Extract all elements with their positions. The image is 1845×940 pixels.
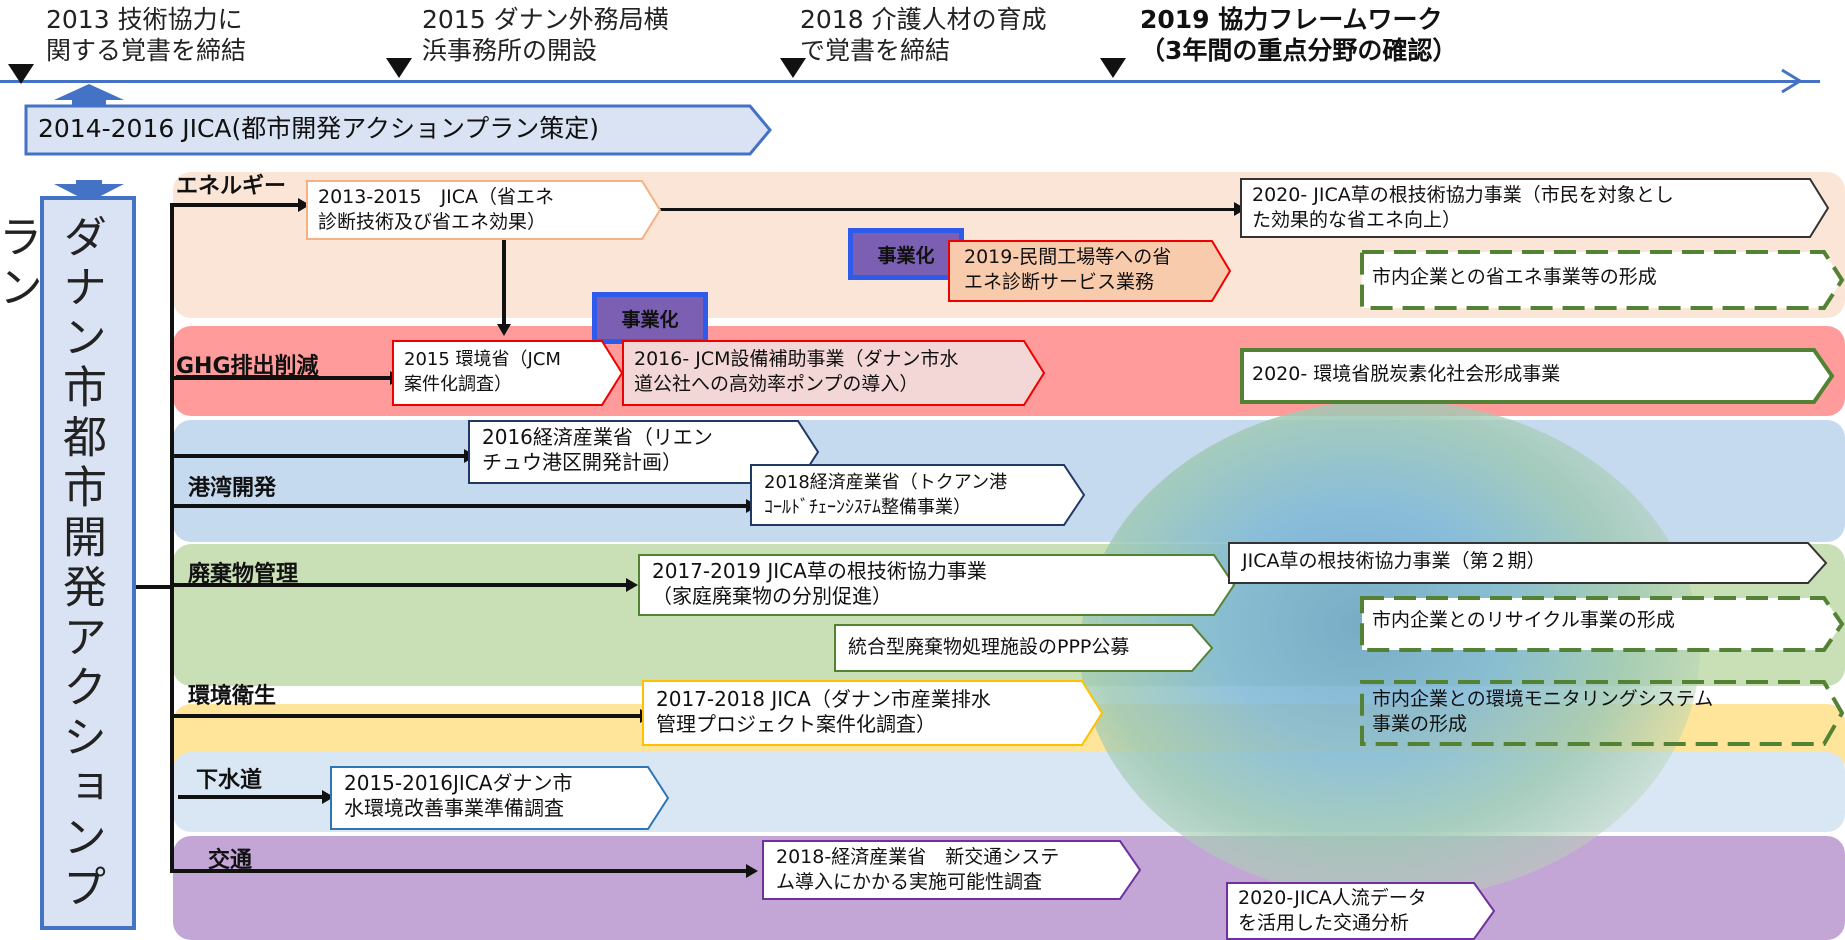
timeline-marker-2018	[780, 58, 806, 78]
connector-transport	[170, 869, 748, 873]
category-port: 港湾開発	[188, 476, 277, 501]
box-port-2016: 2016経済産業省（リエン チュウ港区開発計画）	[468, 420, 820, 484]
category-energy: エネルギー	[176, 174, 287, 199]
timeline-marker-2015	[386, 58, 412, 78]
box-ghg-2016: 2016- JCM設備補助事業（ダナン市水 道公社への高効率ポンプの導入）	[622, 340, 1046, 406]
box-energy-jica: 2013-2015 JICA（省エネ 診断技術及び省エネ効果）	[306, 180, 662, 240]
box-transport-2018: 2018-経済産業省 新交通システ ム導入にかかる実施可能性調査	[762, 840, 1142, 900]
box-sanitation-2017: 2017-2018 JICA（ダナン市産業排水 管理プロジェクト案件化調査）	[642, 680, 1104, 746]
timeline-event-2019: 2019 協力フレームワーク （3年間の重点分野の確認）	[1140, 5, 1458, 65]
category-transport: 交通	[208, 848, 253, 873]
arrowhead-transport	[746, 864, 758, 878]
double-arrow-icon	[54, 84, 124, 202]
box-energy-local: 市内企業との省エネ事業等の形成	[1360, 250, 1845, 310]
category-waste: 廃棄物管理	[188, 562, 299, 587]
arrowhead-waste	[626, 578, 638, 592]
timeline-marker-2013	[8, 64, 34, 84]
action-plan-title: ダナン市都市開発アクションプラン	[0, 214, 106, 914]
box-sanitation-monitor: 市内企業との環境モニタリングシステム 事業の形成	[1360, 680, 1845, 746]
connector-port-2016	[170, 454, 466, 458]
timeline-marker-2019	[1100, 58, 1126, 78]
box-waste-2017: 2017-2019 JICA草の根技術協力事業 （家庭廃棄物の分別促進）	[638, 554, 1236, 616]
box-waste-jica2: JICA草の根技術協力事業（第２期）	[1228, 542, 1828, 584]
timeline-event-2018: 2018 介護人材の育成 で覚書を締結	[800, 5, 1047, 65]
box-transport-2020: 2020-JICA人流データ を活用した交通分析	[1226, 882, 1496, 940]
box-energy-2020: 2020- JICA草の根技術協力事業（市民を対象とし た効果的な省エネ向上）	[1240, 178, 1830, 238]
timeline-event-2013: 2013 技術協力に 関する覚書を締結	[46, 5, 247, 65]
box-energy-2019: 2019-民間工場等への省 エネ診断サービス業務	[948, 240, 1232, 302]
box-waste-ppp: 統合型廃棄物処理施設のPPP公募	[834, 624, 1214, 672]
box-port-2018: 2018経済産業省（トクアン港 ｺｰﾙﾄﾞﾁｪｰﾝｼｽﾃﾑ整備事業）	[750, 464, 1086, 526]
category-ghg: GHG排出削減	[176, 354, 319, 379]
connector-trunk-main	[136, 585, 174, 589]
box-ghg-2015: 2015 環境省（JCM 案件化調査）	[392, 340, 624, 406]
connector-waste	[174, 583, 628, 587]
connector-port-2018	[170, 504, 748, 508]
category-sanitation: 環境衛生	[188, 684, 277, 709]
timeline-event-2015: 2015 ダナン外務局横 浜事務所の開設	[422, 5, 669, 65]
action-plan-box	[40, 196, 136, 930]
box-ghg-2020: 2020- 環境省脱炭素化社会形成事業	[1240, 348, 1835, 404]
timeline-arrowhead	[1781, 68, 1803, 94]
connector-trunk-vertical	[170, 203, 174, 873]
category-sewer: 下水道	[196, 768, 263, 793]
connector-sewer	[178, 795, 324, 799]
connector-ghg	[170, 376, 392, 380]
timeline-axis	[0, 80, 1820, 83]
arrowhead-energy-down	[497, 324, 511, 336]
badge-commercialization-2: 事業化	[592, 292, 708, 344]
box-waste-recycle: 市内企業とのリサイクル事業の形成	[1360, 596, 1845, 652]
box-sewer-2015: 2015-2016JICAダナン市 水環境改善事業準備調査	[330, 766, 670, 830]
jica-action-plan-banner: 2014-2016 JICA(都市開発アクションプラン策定)	[24, 104, 772, 156]
connector-energy-2020	[658, 208, 1236, 211]
connector-sanitation	[174, 714, 642, 718]
badge-commercialization-1: 事業化	[848, 228, 964, 280]
connector-energy-down	[502, 240, 506, 326]
connector-energy	[170, 203, 300, 207]
